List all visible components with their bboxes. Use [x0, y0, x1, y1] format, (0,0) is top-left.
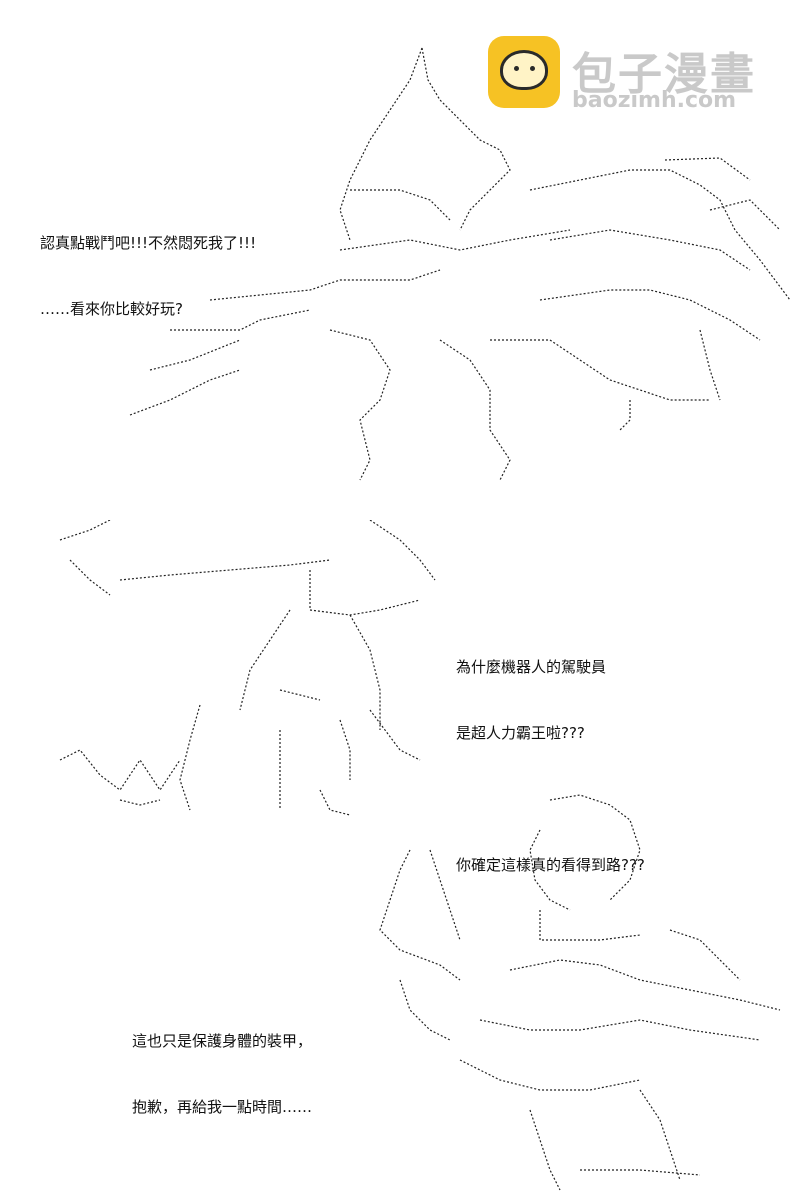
bun-logo-icon: [488, 36, 560, 108]
bun-eye-left: [514, 66, 519, 71]
panel2-ascii-art: [50, 520, 440, 820]
dialogue-line: 抱歉，再給我一點時間……: [132, 1098, 313, 1116]
dialogue-line: 這也只是保護身體的裝甲，: [132, 1032, 313, 1050]
dialogue-line: ……看來你比較好玩?: [40, 300, 183, 318]
dialogue-line: 為什麼機器人的駕駛員: [456, 658, 607, 676]
panel3-dialogue: 這也只是保護身體的裝甲， 抱歉，再給我一點時間……: [132, 986, 312, 1140]
panel1-ascii-art: [110, 40, 800, 490]
watermark-url: baozimh.com: [572, 88, 737, 113]
panel1-dialogue: 認真點戰鬥吧!!!不然悶死我了!!! ……看來你比較好玩?: [40, 188, 256, 342]
bun-eye-right: [530, 66, 535, 71]
panel3-ascii-art: [340, 790, 800, 1195]
panel2-dialogue: 為什麼機器人的駕駛員 是超人力霸王啦??? 你確定這樣真的看得到路???: [456, 612, 645, 898]
bun-face: [500, 50, 548, 90]
dialogue-line: 你確定這樣真的看得到路???: [456, 856, 645, 874]
watermark-site-name: 包子漫畫: [572, 49, 756, 100]
watermark: 包子漫畫 baozimh.com: [488, 36, 788, 116]
dialogue-line: 是超人力霸王啦???: [456, 724, 585, 742]
dialogue-line: 認真點戰鬥吧!!!不然悶死我了!!!: [40, 234, 257, 252]
